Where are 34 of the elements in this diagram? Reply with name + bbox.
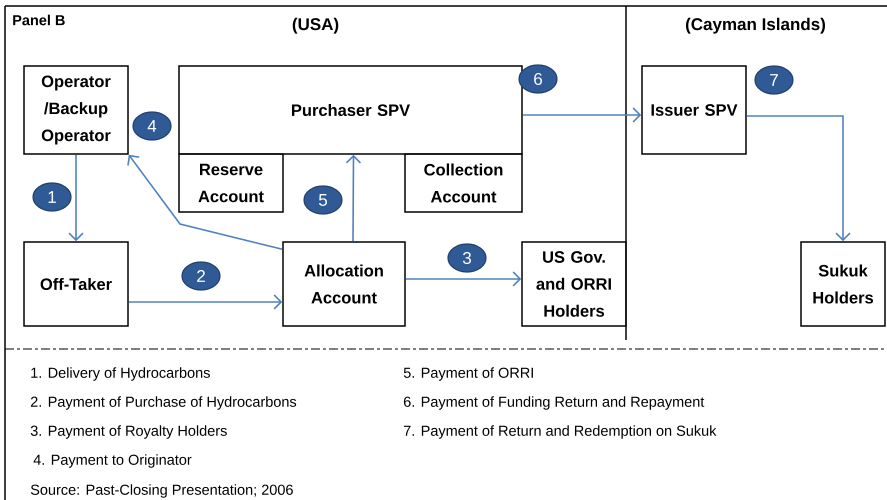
note-text: 2. Payment of Purchase of Hydrocarbons <box>30 396 296 410</box>
number-badge: 5 <box>303 185 343 215</box>
arrow <box>406 271 522 287</box>
entity-box: Reserve Account <box>178 153 284 213</box>
entity-box: Off-Taker <box>23 241 129 327</box>
arrow <box>746 115 851 242</box>
arrow <box>68 154 84 242</box>
note-text: 5. Payment of ORRI <box>404 367 533 381</box>
arrow <box>346 154 362 242</box>
arrow <box>127 154 282 250</box>
entity-box: Sukuk Holders <box>800 241 886 327</box>
number-badge: 7 <box>754 65 794 95</box>
note-text: 6. Payment of Funding Return and Repayment <box>404 396 704 410</box>
region-heading: (Cayman Islands) <box>686 18 825 34</box>
note-text: 4. Payment to Originator <box>34 454 192 468</box>
note-text: 7. Payment of Return and Redemption on Sukuk <box>404 425 716 439</box>
entity-box: Operator /Backup Operator <box>23 65 129 155</box>
arrow <box>522 107 642 123</box>
number-badge: 2 <box>181 261 221 291</box>
note-text: 1. Delivery of Hydrocarbons <box>31 367 210 381</box>
source-note: Source: Past-Closing Presentation; 2006 <box>30 484 293 498</box>
region-heading: (USA) <box>292 18 338 34</box>
entity-box: Collection Account <box>404 153 523 213</box>
number-badge: 4 <box>132 111 172 141</box>
number-badge: 1 <box>32 182 72 212</box>
entity-box: Purchaser SPV <box>178 65 523 155</box>
entity-box: Issuer SPV <box>641 65 747 155</box>
entity-box: Allocation Account <box>282 241 406 327</box>
note-text: 3. Payment of Royalty Holders <box>30 425 227 439</box>
number-badge: 6 <box>518 64 558 94</box>
arrow <box>128 294 282 310</box>
panel-title: Panel B <box>13 14 65 26</box>
entity-box: US Gov. and ORRI Holders <box>521 241 627 327</box>
number-badge: 3 <box>447 243 487 273</box>
